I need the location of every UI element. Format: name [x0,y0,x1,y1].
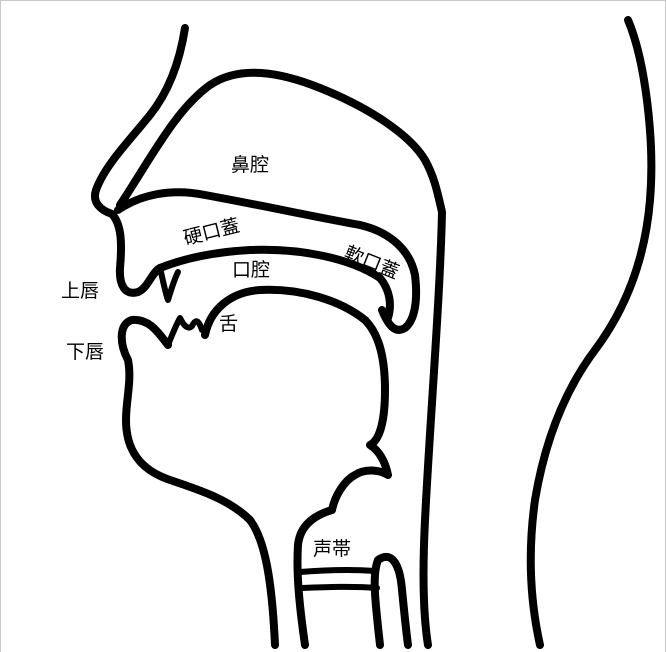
label-upper-lip: 上唇 [61,282,99,301]
label-oral-cavity: 口腔 [232,261,270,280]
upper-teeth [160,268,178,300]
larynx-tube [375,557,408,645]
lower-teeth [168,318,202,345]
label-tongue: 舌 [219,315,238,334]
vocal-cords-lower [302,587,377,588]
label-nasal-cavity: 鼻腔 [231,156,269,175]
lower-lip-chin-outline [122,320,275,645]
vocal-cords-upper [300,570,375,572]
back-of-neck-outline [531,20,651,645]
label-lower-lip: 下唇 [66,343,104,362]
label-vocal-cords: 声帯 [313,540,351,559]
trachea-front-line [297,510,332,645]
upper-lip-outline [112,214,160,293]
